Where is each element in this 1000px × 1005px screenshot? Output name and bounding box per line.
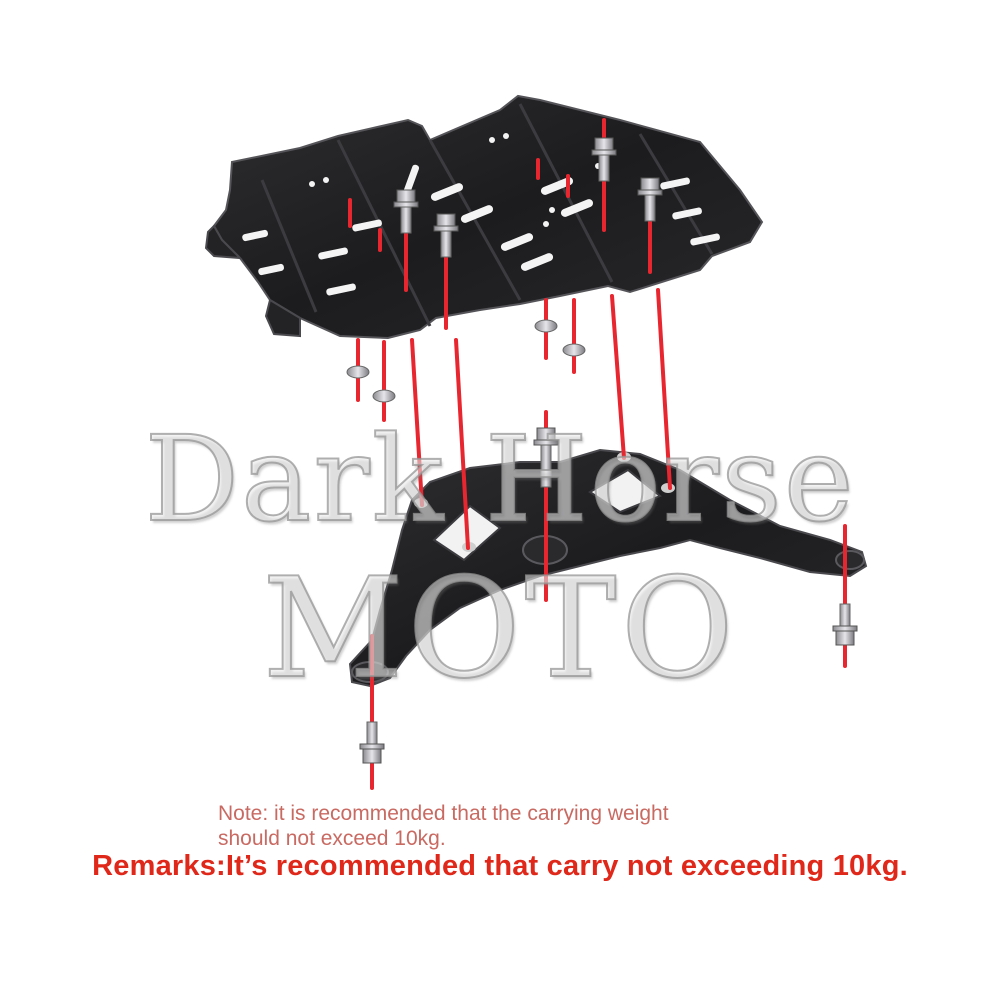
- hole: [309, 181, 315, 187]
- rack-plate-rib-5: [638, 133, 714, 255]
- rack-plate: [204, 94, 764, 340]
- rack-plate-rib-3: [428, 139, 522, 301]
- bracket-cutout-right: [588, 468, 662, 514]
- remarks-text: Remarks:It’s recommended that carry not …: [92, 850, 908, 882]
- rack-plate-body: [212, 94, 764, 340]
- rack-plate-rib-2: [336, 139, 432, 327]
- bracket-foot-right: [835, 550, 865, 570]
- hole: [489, 137, 495, 143]
- slot: [672, 207, 702, 220]
- washer: [372, 389, 396, 403]
- slot: [242, 229, 268, 242]
- slot: [460, 205, 494, 223]
- hole: [549, 207, 555, 213]
- hole: [503, 133, 509, 139]
- slot: [430, 183, 464, 201]
- bolt: [359, 721, 385, 764]
- rack-tab-left-lower: [264, 298, 301, 338]
- slot: [660, 177, 690, 190]
- slot: [403, 164, 420, 194]
- washer: [562, 343, 586, 357]
- slot: [258, 263, 284, 276]
- hole: [543, 221, 549, 227]
- rack-tab-left-upper: [204, 224, 243, 260]
- washer: [534, 319, 558, 333]
- slot: [540, 177, 574, 195]
- weight-note: Note: it is recommended that the carryin…: [218, 801, 818, 851]
- slot: [500, 233, 534, 251]
- rack-plate-rib-1: [260, 179, 318, 313]
- slot: [560, 199, 594, 217]
- hole: [323, 177, 329, 183]
- weight-note-line-2: should not exceed 10kg.: [218, 827, 446, 850]
- guide-line: [610, 294, 626, 460]
- guide-line: [410, 338, 424, 507]
- bolt: [832, 603, 858, 646]
- fasteners: [346, 137, 858, 764]
- rack-bracket: [348, 448, 868, 688]
- guide-line: [454, 338, 470, 550]
- bolt: [637, 177, 663, 222]
- slot: [690, 233, 720, 246]
- guide-line: [656, 288, 672, 490]
- bolt: [533, 427, 559, 488]
- bolt: [433, 213, 459, 258]
- slot: [326, 283, 356, 296]
- slot: [318, 247, 348, 260]
- rack-bracket-body: [348, 448, 868, 688]
- slot: [352, 219, 382, 232]
- slot: [520, 253, 554, 271]
- bolt: [393, 189, 419, 234]
- bolt: [591, 137, 617, 182]
- weight-note-line-1: Note: it is recommended that the carryin…: [218, 802, 669, 825]
- washer: [346, 365, 370, 379]
